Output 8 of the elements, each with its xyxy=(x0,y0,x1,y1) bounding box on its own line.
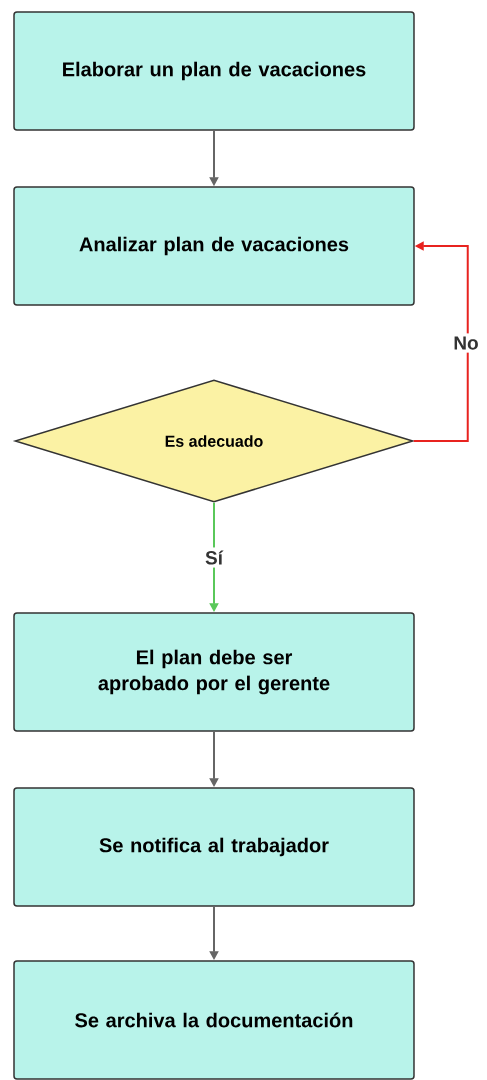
edge-label: Sí xyxy=(202,547,226,568)
process-box: El plan debe ser aprobado por el gerente xyxy=(13,612,415,732)
arrow xyxy=(412,241,469,442)
process-box: Se archiva la documentación xyxy=(13,960,415,1080)
edge-label: No xyxy=(450,333,482,353)
process-box: Elaborar un plan de vacaciones xyxy=(13,11,415,131)
process-box: Analizar plan de vacaciones xyxy=(13,186,415,306)
process-box: Se notifica al trabajador xyxy=(13,787,415,907)
